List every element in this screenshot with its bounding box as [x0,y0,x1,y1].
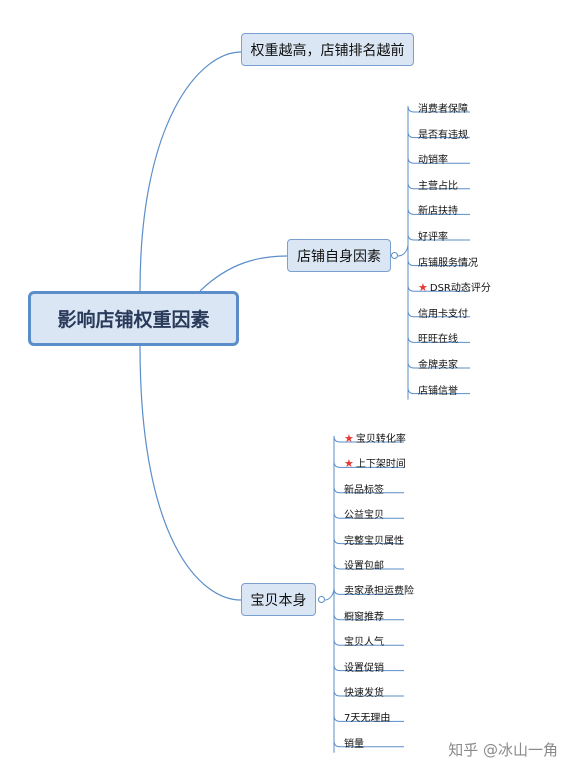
branch-item-factors[interactable]: 宝贝本身 [241,583,316,616]
leaf-item[interactable]: 消费者保障 [418,100,468,115]
leaf-item[interactable]: 主营占比 [418,177,458,192]
connector-line [333,512,404,519]
branch-weight-ranking[interactable]: 权重越高，店铺排名越前 [241,33,414,66]
collapse-toggle-store[interactable] [391,252,398,259]
connector-line [333,740,404,748]
leaf-label: 店铺信誉 [418,385,458,397]
connector-line [333,435,404,443]
connector-line [407,387,470,395]
leaf-label: 金牌卖家 [418,360,458,371]
leaf-item[interactable]: 设置促销 [344,659,384,674]
collapse-toggle-item[interactable] [318,596,325,603]
connector-line [407,336,470,343]
leaf-label: DSR动态评分 [429,283,491,295]
branch-store-factors[interactable]: 店铺自身因素 [287,239,391,272]
connector-line [333,715,404,722]
leaf-item[interactable]: ★上下架时间 [344,455,406,470]
connector-line [407,233,470,241]
connector-line [407,208,470,215]
leaf-label: 新店扶持 [418,206,458,218]
star-icon: ★ [418,281,428,295]
leaf-item[interactable]: 是否有违规 [418,126,468,141]
leaf-item[interactable]: 动销率 [418,151,448,166]
leaf-item[interactable]: 宝贝人气 [344,633,384,648]
leaf-item[interactable]: 7天无理由 [344,709,390,724]
leaf-label: 上下架时间 [355,459,406,471]
leaf-label: 主营占比 [418,180,458,192]
connector-line [407,182,470,190]
leaf-label: 7天无理由 [344,713,391,725]
leaf-item[interactable]: 销量 [344,735,364,750]
leaf-label: 设置促销 [344,662,384,674]
leaf-item[interactable]: 信用卡支付 [418,305,468,320]
leaf-item[interactable]: ★DSR动态评分 [418,279,491,294]
leaf-item[interactable]: 店铺服务情况 [418,254,478,269]
connector-line [407,361,470,369]
leaf-item[interactable]: 旺旺在线 [418,330,458,345]
leaf-label: 设置包邮 [344,561,384,572]
root-node[interactable]: 影响店铺权重因素 [28,291,239,346]
leaf-label: 公益宝贝 [344,510,384,522]
leaf-item[interactable]: 完整宝贝属性 [344,532,404,547]
connector-line [333,461,404,468]
branch-label: 宝贝本身 [250,592,307,609]
leaf-label: 宝贝转化率 [355,434,406,445]
connector-line [199,255,288,292]
leaf-label: 好评率 [418,232,448,243]
leaf-item[interactable]: 设置包邮 [344,557,384,572]
leaf-label: 卖家承担运费险 [344,586,414,598]
connector-line [333,664,404,672]
connector-line [333,486,404,494]
watermark: 知乎 @冰山一角 [448,741,558,759]
star-icon: ★ [344,432,354,445]
connector-line [333,537,404,545]
leaf-label: 新品标签 [344,484,384,496]
root-label: 影响店铺权重因素 [57,309,210,331]
leaf-label: 动销率 [418,155,448,167]
leaf-label: 宝贝人气 [344,637,384,649]
leaf-label: 旺旺在线 [418,334,458,346]
branch-label: 权重越高，店铺排名越前 [250,42,405,59]
leaf-item[interactable]: 好评率 [418,228,448,243]
connector-line [333,689,404,697]
connector-line [139,345,242,601]
leaf-item[interactable]: 店铺信誉 [418,382,458,397]
connector-line [407,131,470,139]
connector-line [333,562,404,570]
leaf-label: 是否有违规 [418,129,468,141]
connector-line [324,587,335,601]
leaf-item[interactable]: 公益宝贝 [344,506,384,521]
connector-line [397,243,409,257]
leaf-label: 快速发货 [344,688,384,699]
leaf-label: 信用卡支付 [418,308,468,320]
leaf-item[interactable]: 新品标签 [344,481,384,496]
leaf-item[interactable]: 橱窗推荐 [344,608,384,623]
leaf-item[interactable]: 快速发货 [344,684,384,699]
leaf-item[interactable]: ★宝贝转化率 [344,430,406,445]
leaf-item[interactable]: 金牌卖家 [418,356,458,371]
connector-line [407,157,470,164]
connector-line [407,285,470,292]
leaf-label: 完整宝贝属性 [344,535,404,547]
connector-line [407,310,470,318]
leaf-label: 橱窗推荐 [344,611,384,623]
leaf-label: 店铺服务情况 [418,257,478,269]
star-icon: ★ [344,457,354,471]
connector-line [333,639,404,646]
leaf-label: 销量 [344,738,364,750]
connector-line [407,105,470,113]
connector-line [139,51,242,292]
connector-line [333,613,404,621]
connector-line [407,259,470,267]
connector-line [333,588,404,595]
leaf-item[interactable]: 新店扶持 [418,202,458,217]
branch-label: 店铺自身因素 [297,248,381,265]
leaf-label: 消费者保障 [418,104,468,115]
leaf-item[interactable]: 卖家承担运费险 [344,582,414,597]
